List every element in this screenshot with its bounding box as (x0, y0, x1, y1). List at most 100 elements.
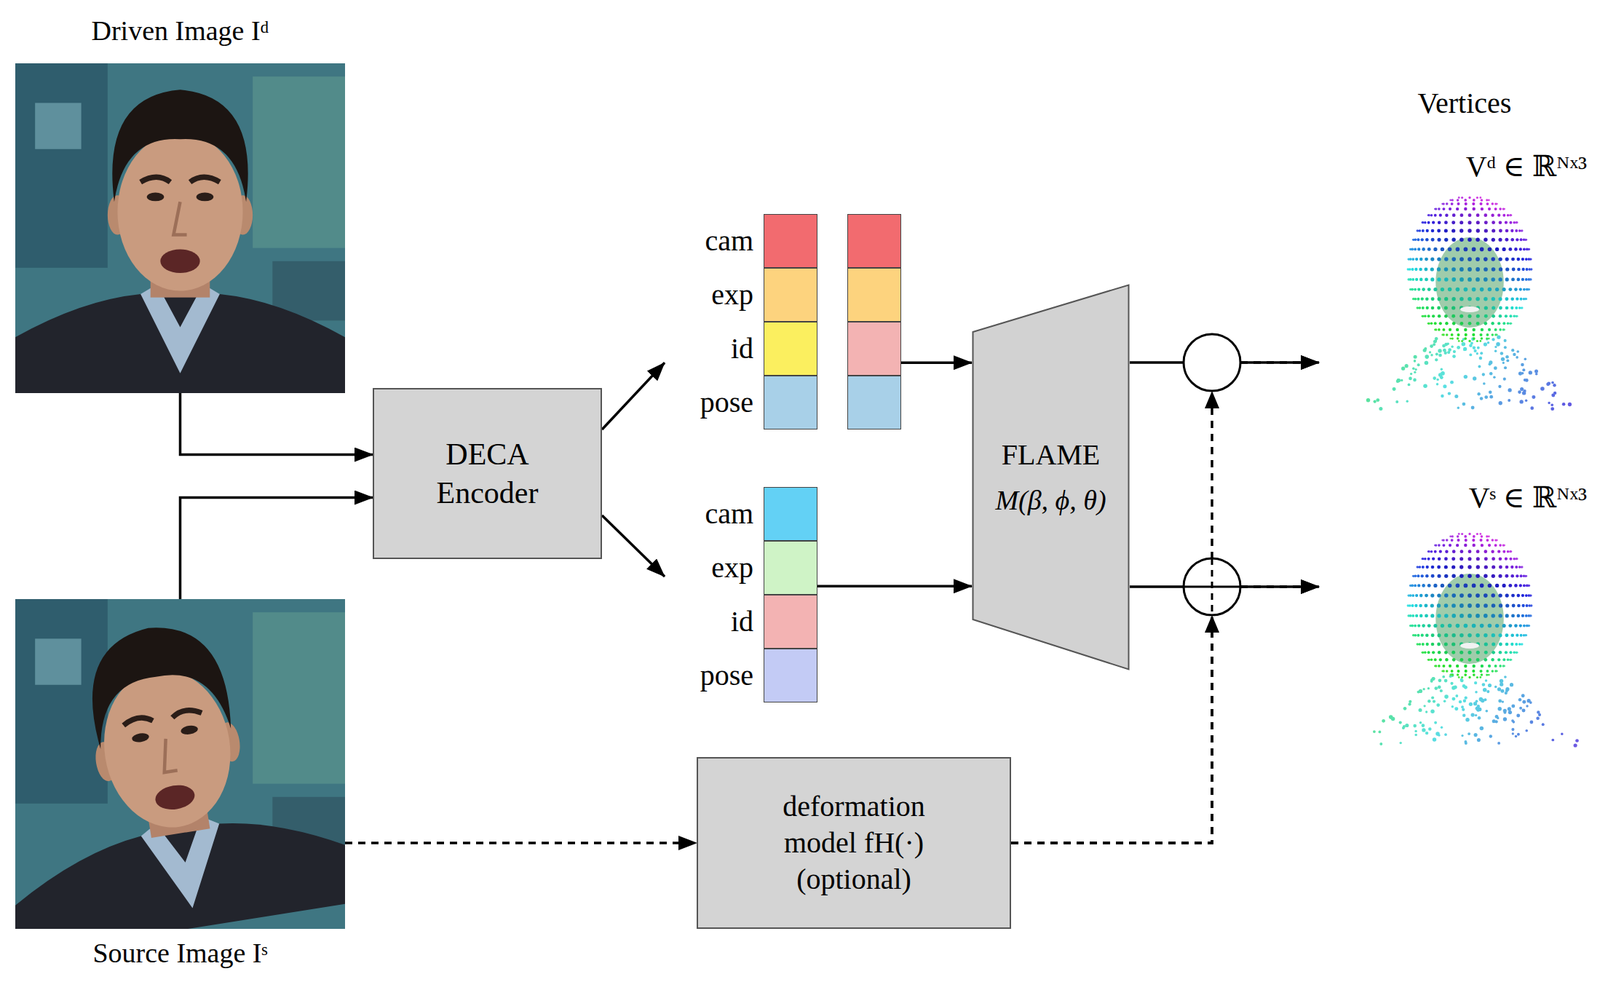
vertex-point (1468, 702, 1473, 707)
vertex-point (1450, 682, 1453, 685)
vertex-point (1413, 624, 1417, 628)
vertex-point (1407, 594, 1410, 597)
vertex-point (1498, 220, 1503, 225)
vertex-point (1447, 247, 1453, 252)
vertex-point (1525, 729, 1528, 733)
vertex-point (1560, 733, 1563, 736)
vertex-point (1414, 297, 1418, 301)
mouth (160, 248, 200, 273)
vertex-point (1425, 633, 1429, 637)
vertex-point (1521, 267, 1525, 271)
vertex-point (1512, 353, 1516, 356)
vertex-point (1450, 669, 1454, 673)
nose (159, 737, 178, 773)
vertex-point (1511, 257, 1515, 262)
vertex-point (1412, 634, 1415, 637)
vertex-point (1476, 213, 1480, 217)
vertex-point (1467, 650, 1472, 655)
vertex-point (1525, 575, 1528, 578)
vertex-point (1506, 358, 1510, 362)
nose (173, 201, 187, 235)
vertex-point (1432, 737, 1437, 742)
vertex-point (1463, 543, 1467, 547)
hair (112, 89, 248, 202)
vertex-point (1444, 238, 1448, 242)
vertex-point (1502, 623, 1507, 628)
vertex-point (1437, 543, 1441, 547)
vertex-point (1480, 535, 1484, 538)
vertex-point (1503, 665, 1506, 668)
vertex-point (1468, 658, 1472, 662)
vertex-point (1451, 198, 1454, 201)
vertex-point (1536, 710, 1540, 714)
vertex-point (1519, 634, 1523, 637)
vertex-point (1534, 369, 1539, 373)
vertex-point (1407, 258, 1410, 261)
vertex-point (1495, 287, 1499, 292)
vertex-point (1460, 676, 1464, 679)
vertex-point (1436, 703, 1440, 707)
vertex-point (1459, 564, 1464, 569)
vertex-point (1434, 321, 1437, 325)
vertex-point (1503, 339, 1507, 343)
vertex-point (1451, 564, 1456, 569)
vertex-point (1527, 288, 1531, 291)
vertex-point (1487, 207, 1491, 211)
photo-frame (15, 599, 346, 929)
vertex-point (1442, 384, 1447, 388)
vertex-point (1436, 306, 1441, 311)
vertex-point (1479, 247, 1485, 252)
vertex-point (1476, 220, 1480, 225)
vertex-point (1494, 328, 1498, 332)
vertex-point (1427, 650, 1431, 654)
vertex-point (1459, 650, 1464, 655)
vertex-point (1450, 333, 1454, 337)
vertex-point (1421, 247, 1426, 252)
vertex-point (1414, 604, 1418, 608)
vertex-point (1491, 650, 1496, 655)
vertex-point (1509, 221, 1512, 225)
vertex-point (1434, 550, 1437, 554)
vertex-point (1421, 583, 1426, 588)
vertex-point (1452, 549, 1456, 554)
vertex-point (1522, 624, 1526, 628)
vertex-point (1372, 730, 1376, 734)
vertex-point (1498, 385, 1502, 388)
vertex-point (1483, 603, 1488, 608)
vertex-point (1512, 651, 1516, 655)
vertex-point (1505, 257, 1510, 262)
vertex-point (1421, 287, 1426, 292)
vertex-point (1492, 376, 1496, 380)
vertex-point (1521, 230, 1524, 233)
vertex-point (1487, 199, 1491, 202)
vertex-point (1479, 583, 1485, 589)
vertex-point (1417, 363, 1421, 367)
vertex-point (1514, 229, 1518, 233)
vertex-point (1472, 337, 1476, 340)
vertex-point (1415, 278, 1419, 281)
vertex-point (1413, 355, 1418, 359)
vertex-point (1450, 538, 1454, 542)
vertex-point (1494, 543, 1498, 547)
vertex-point (1406, 400, 1409, 403)
vertex-point (1457, 333, 1461, 337)
vertex-point (1455, 543, 1459, 547)
parameter-cell (763, 648, 818, 703)
parameter-cell (763, 486, 818, 541)
vertex-point (1457, 406, 1460, 410)
vertex-point (1505, 642, 1510, 647)
vertex-point (1500, 689, 1504, 693)
vertex-point (1483, 267, 1488, 272)
vertex-point (1459, 228, 1464, 233)
vertex-point (1521, 593, 1525, 597)
vertex-point (1417, 287, 1421, 291)
vertex-point (1519, 706, 1523, 710)
vertex-point (1512, 557, 1516, 561)
vertex-point (1524, 238, 1527, 241)
eye (180, 724, 199, 736)
vertex-point (1471, 543, 1475, 547)
vertex-point (1427, 557, 1431, 561)
vertex-point (1431, 650, 1435, 654)
parameter-cell (763, 594, 818, 649)
vertex-point (1433, 623, 1437, 628)
